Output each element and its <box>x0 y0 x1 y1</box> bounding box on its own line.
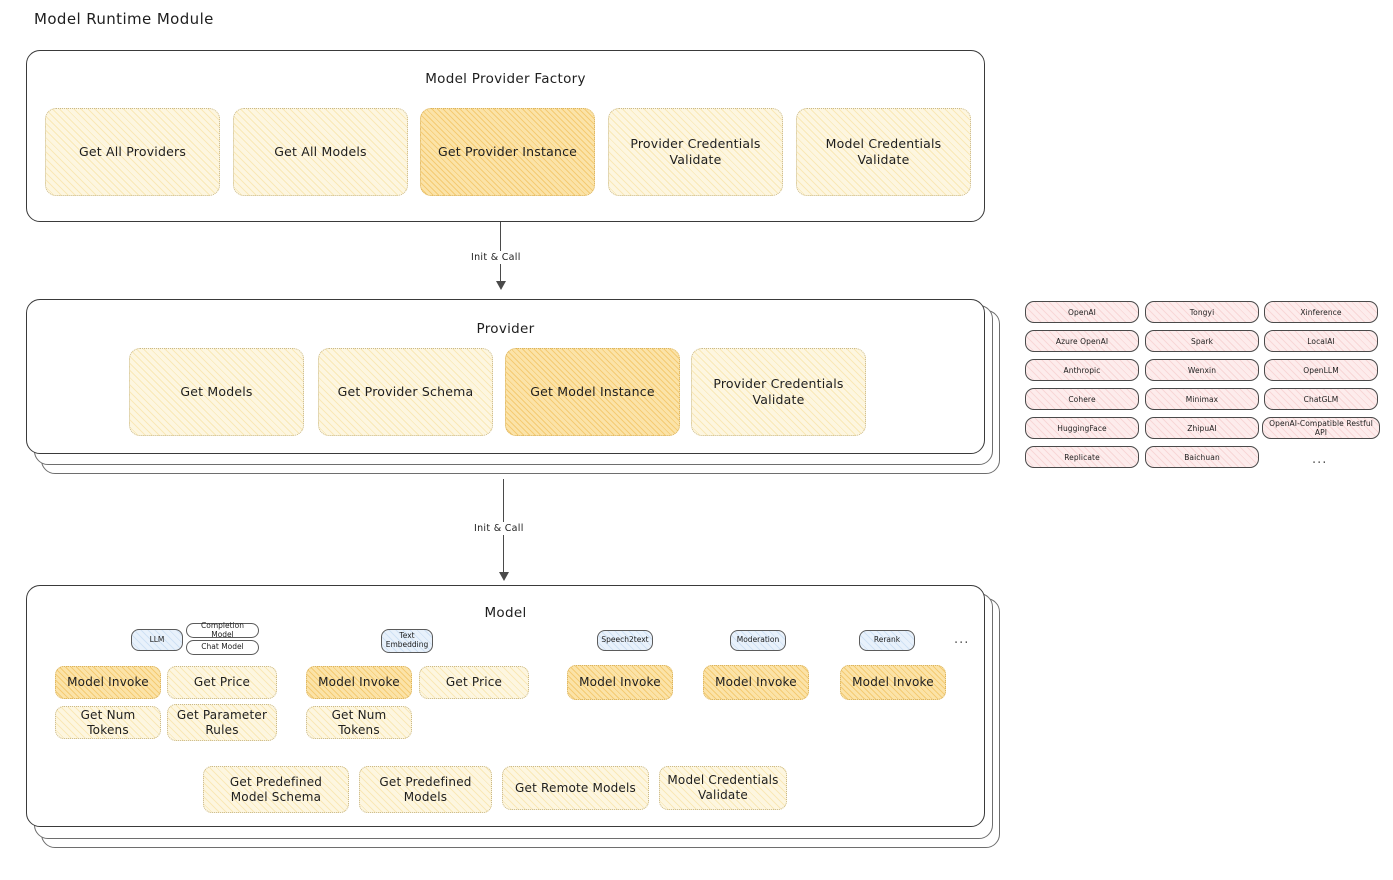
rerank-method-model-invoke[interactable]: Model Invoke <box>840 665 946 700</box>
model-shared-model-credentials-validate[interactable]: Model Credentials Validate <box>659 766 787 810</box>
page-title: Model Runtime Module <box>34 10 214 28</box>
moderation-method-model-invoke[interactable]: Model Invoke <box>703 665 809 700</box>
factory-method-get-all-models[interactable]: Get All Models <box>233 108 408 196</box>
arrow-provider-to-model-label: Init & Call <box>470 522 528 535</box>
provider-chip-openai[interactable]: OpenAI <box>1025 301 1139 323</box>
provider-chip-cohere[interactable]: Cohere <box>1025 388 1139 410</box>
model-subtag-chat-model[interactable]: Chat Model <box>186 640 259 655</box>
provider-list-more-ellipsis: ... <box>1312 452 1328 467</box>
provider-chip-openai-compatible-restful-api[interactable]: OpenAI-Compatible Restful API <box>1262 417 1380 439</box>
provider-method-get-models[interactable]: Get Models <box>129 348 304 436</box>
factory-method-get-all-providers[interactable]: Get All Providers <box>45 108 220 196</box>
provider-chip-huggingface[interactable]: HuggingFace <box>1025 417 1139 439</box>
provider-method-provider-credentials-validate[interactable]: Provider Credentials Validate <box>691 348 866 436</box>
llm-method-get-parameter-rules[interactable]: Get Parameter Rules <box>167 704 277 741</box>
provider-method-get-provider-schema[interactable]: Get Provider Schema <box>318 348 493 436</box>
model-title: Model <box>484 605 527 621</box>
provider-title: Provider <box>476 321 535 337</box>
provider-chip-wenxin[interactable]: Wenxin <box>1145 359 1259 381</box>
provider-chip-spark[interactable]: Spark <box>1145 330 1259 352</box>
provider-chip-openllm[interactable]: OpenLLM <box>1264 359 1378 381</box>
speech2text-method-model-invoke[interactable]: Model Invoke <box>567 665 673 700</box>
model-shared-get-predefined-model-schema[interactable]: Get Predefined Model Schema <box>203 766 349 813</box>
model-type-tag-rerank[interactable]: Rerank <box>859 630 915 651</box>
provider-chip-azure-openai[interactable]: Azure OpenAI <box>1025 330 1139 352</box>
factory-method-get-provider-instance[interactable]: Get Provider Instance <box>420 108 595 196</box>
model-shared-get-remote-models[interactable]: Get Remote Models <box>502 766 649 810</box>
arrow-factory-to-provider-head <box>496 281 506 290</box>
model-provider-factory-panel: Model Provider Factory Get All Providers… <box>26 50 985 222</box>
llm-method-model-invoke[interactable]: Model Invoke <box>55 666 161 699</box>
provider-chip-anthropic[interactable]: Anthropic <box>1025 359 1139 381</box>
model-panel: Model LLM Completion Model Chat Model Mo… <box>26 585 985 827</box>
provider-chip-xinference[interactable]: Xinference <box>1264 301 1378 323</box>
provider-chip-localai[interactable]: LocalAI <box>1264 330 1378 352</box>
model-type-tag-moderation[interactable]: Moderation <box>730 630 786 651</box>
text-embedding-method-model-invoke[interactable]: Model Invoke <box>306 666 412 699</box>
model-types-more-ellipsis: ... <box>954 632 970 647</box>
model-type-tag-llm[interactable]: LLM <box>131 629 183 651</box>
model-type-tag-speech2text[interactable]: Speech2text <box>597 630 653 651</box>
provider-panel: Provider Get Models Get Provider Schema … <box>26 299 985 454</box>
text-embedding-method-get-price[interactable]: Get Price <box>419 666 529 699</box>
provider-chip-chatglm[interactable]: ChatGLM <box>1264 388 1378 410</box>
provider-chip-minimax[interactable]: Minimax <box>1145 388 1259 410</box>
provider-chip-replicate[interactable]: Replicate <box>1025 446 1139 468</box>
provider-chip-tongyi[interactable]: Tongyi <box>1145 301 1259 323</box>
model-provider-factory-title: Model Provider Factory <box>425 71 586 87</box>
model-type-tag-text-embedding[interactable]: Text Embedding <box>381 629 433 653</box>
provider-chip-zhipuai[interactable]: ZhipuAI <box>1145 417 1259 439</box>
provider-chip-baichuan[interactable]: Baichuan <box>1145 446 1259 468</box>
factory-method-model-credentials-validate[interactable]: Model Credentials Validate <box>796 108 971 196</box>
llm-method-get-price[interactable]: Get Price <box>167 666 277 699</box>
arrow-provider-to-model-head <box>499 572 509 581</box>
llm-method-get-num-tokens[interactable]: Get Num Tokens <box>55 706 161 739</box>
provider-method-get-model-instance[interactable]: Get Model Instance <box>505 348 680 436</box>
text-embedding-method-get-num-tokens[interactable]: Get Num Tokens <box>306 706 412 739</box>
arrow-factory-to-provider-label: Init & Call <box>467 251 525 264</box>
factory-method-provider-credentials-validate[interactable]: Provider Credentials Validate <box>608 108 783 196</box>
model-shared-get-predefined-models[interactable]: Get Predefined Models <box>359 766 492 813</box>
model-subtag-completion-model[interactable]: Completion Model <box>186 621 259 638</box>
